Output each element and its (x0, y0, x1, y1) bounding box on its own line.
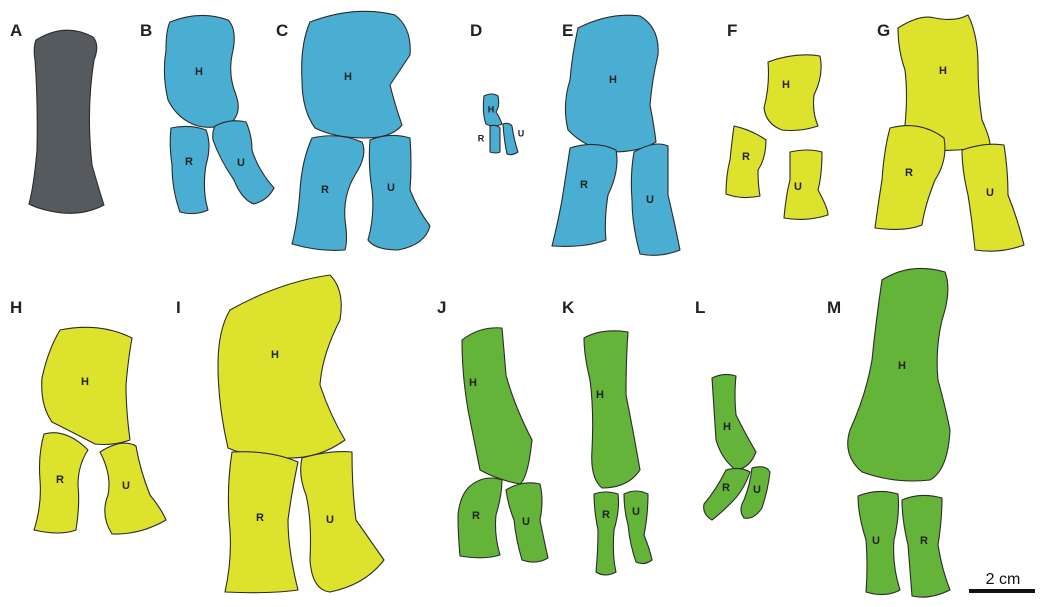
radius-bone (170, 126, 209, 213)
ulna-bone (301, 452, 384, 592)
label-r: R (56, 474, 64, 486)
panel-label-c: C (276, 21, 288, 40)
label-r: R (321, 184, 329, 196)
humerus-bone (218, 275, 345, 458)
panel-label-m: M (827, 298, 841, 317)
label-r: R (905, 167, 913, 179)
panel-a (29, 30, 104, 213)
panel-label-h: H (10, 298, 22, 317)
label-r: R (742, 151, 750, 163)
label-h: H (723, 421, 731, 433)
panel-f: H R U (726, 55, 828, 220)
panel-d: H R U (478, 94, 525, 155)
humerus-bone (764, 55, 821, 131)
label-u: U (753, 484, 761, 496)
label-u: U (518, 128, 525, 138)
scale-bar: 2 cm (969, 571, 1035, 593)
panel-b: H R U (164, 15, 274, 213)
panel-k: H R U (584, 331, 652, 575)
label-r: R (580, 179, 588, 191)
panel-label-a: A (10, 21, 22, 40)
label-u: U (237, 157, 245, 169)
panel-label-f: F (727, 21, 737, 40)
label-h: H (271, 349, 279, 361)
panel-h: H R U (34, 327, 166, 534)
panel-c: H R U (292, 11, 430, 250)
label-r: R (256, 512, 264, 524)
label-u: U (122, 480, 130, 492)
humerus-bone (712, 374, 756, 470)
scale-bar-line (969, 589, 1035, 593)
label-u: U (986, 187, 994, 199)
panel-label-g: G (877, 21, 890, 40)
humerus-bone (302, 11, 411, 138)
panel-label-k: K (562, 298, 575, 317)
label-r: R (472, 510, 480, 522)
radius-bone (490, 125, 500, 153)
label-u: U (794, 181, 802, 193)
label-r: R (185, 156, 193, 168)
radius-bone (552, 144, 617, 246)
label-h: H (344, 71, 352, 83)
label-u: U (646, 194, 654, 206)
panel-j: H R U (458, 328, 548, 562)
panel-i: H R U (218, 275, 384, 593)
ulna-bone (624, 491, 652, 564)
panel-l: H R U (704, 374, 770, 520)
radius-bone (594, 492, 619, 575)
humerus-bone (462, 328, 532, 484)
panel-label-b: B (140, 21, 152, 40)
label-r: R (920, 535, 928, 547)
panel-m: H U R (848, 268, 950, 597)
panel-label-i: I (176, 298, 181, 317)
label-h: H (939, 65, 947, 77)
ulna-bone (631, 144, 680, 255)
label-h: H (469, 377, 477, 389)
label-h: H (898, 360, 906, 372)
label-h: H (488, 104, 495, 114)
panel-label-e: E (562, 21, 573, 40)
scale-bar-label: 2 cm (986, 571, 1021, 588)
label-h: H (782, 79, 790, 91)
ulna-bone (784, 150, 828, 219)
panel-label-l: L (695, 298, 705, 317)
label-u: U (326, 514, 334, 526)
label-u: U (387, 182, 395, 194)
label-r: R (478, 133, 485, 143)
label-h: H (596, 389, 604, 401)
panel-g: H R U (875, 15, 1024, 251)
humerus-bone (584, 331, 640, 488)
label-r: R (602, 509, 610, 521)
panel-e: H R U (552, 15, 680, 255)
label-h: H (609, 74, 617, 86)
ulna-bone (368, 135, 430, 250)
ulna-bone (100, 443, 166, 534)
label-u: U (872, 535, 880, 547)
panel-label-d: D (470, 21, 482, 40)
ulna-bone (503, 123, 518, 154)
label-u: U (632, 506, 640, 518)
bone-grey (29, 30, 104, 213)
panel-label-j: J (437, 298, 446, 317)
radius-bone (458, 478, 502, 558)
label-h: H (195, 66, 203, 78)
label-r: R (722, 482, 730, 494)
humerus-bone (848, 268, 950, 481)
label-u: U (522, 516, 530, 528)
label-h: H (81, 376, 89, 388)
